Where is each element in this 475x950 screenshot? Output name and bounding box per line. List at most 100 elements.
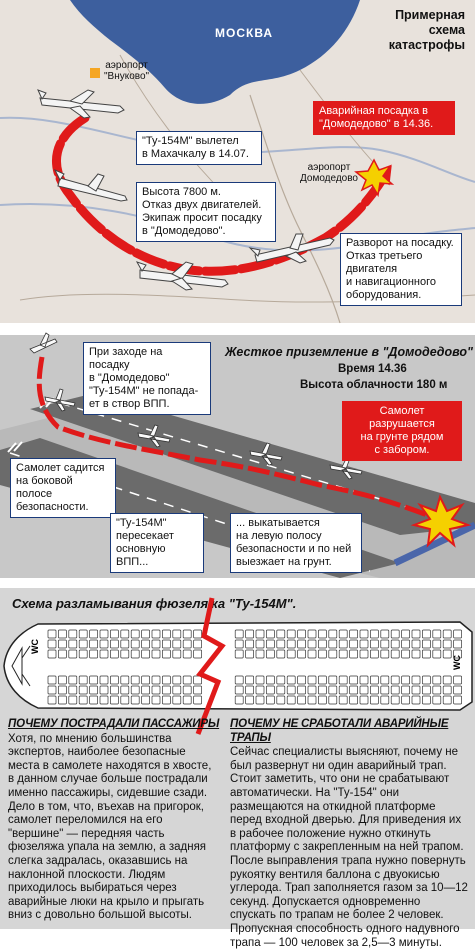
seat xyxy=(255,639,265,649)
seat xyxy=(141,695,150,705)
plane-icon xyxy=(44,388,76,412)
seat xyxy=(453,639,462,649)
seat xyxy=(89,695,98,705)
seat xyxy=(338,685,348,695)
seat xyxy=(58,675,67,685)
seat xyxy=(266,649,275,659)
seat xyxy=(182,629,192,639)
seat xyxy=(193,695,202,705)
why-passengers-text: Хотя, по мнению большинства экспертов, н… xyxy=(8,732,212,922)
why-passengers-block: ПОЧЕМУ ПОСТРАДАЛИ ПАССАЖИРЫ Хотя, по мне… xyxy=(8,718,220,923)
why-ramps-text: Сейчас специалисты выясняют, почему не б… xyxy=(230,746,468,949)
seat xyxy=(286,675,296,685)
seat xyxy=(276,675,286,685)
seat xyxy=(432,649,442,659)
seat xyxy=(328,675,338,685)
seat xyxy=(182,649,192,659)
seat xyxy=(234,629,244,639)
map-title: Примерная схема катастрофы xyxy=(388,8,465,52)
seat xyxy=(318,695,327,705)
seat xyxy=(432,685,442,695)
callout-approach: При заходе на посадку в "Домодедово" "Ту… xyxy=(83,342,211,415)
seat xyxy=(411,649,421,659)
seat xyxy=(89,675,98,685)
seat xyxy=(266,685,275,695)
seat xyxy=(359,639,369,649)
seat xyxy=(349,685,358,695)
seat xyxy=(255,629,265,639)
seat xyxy=(99,695,109,705)
seat xyxy=(266,695,275,705)
seat xyxy=(411,685,421,695)
map-panel: МОСКВА Примерная схема катастрофы аэропо… xyxy=(0,0,475,324)
seat xyxy=(89,649,98,659)
seat xyxy=(411,629,421,639)
callout-departure: "Ту-154М" вылетел в Махачкалу в 14.07. xyxy=(136,131,262,165)
seat xyxy=(318,639,327,649)
seat xyxy=(297,685,306,695)
seat xyxy=(120,649,130,659)
seat xyxy=(442,639,452,649)
seat xyxy=(338,649,348,659)
seat xyxy=(286,629,296,639)
seat xyxy=(442,685,452,695)
crash-burst xyxy=(354,158,395,198)
seat xyxy=(151,639,161,649)
seat xyxy=(193,649,202,659)
seat xyxy=(234,695,244,705)
seat xyxy=(89,629,98,639)
seat xyxy=(120,639,130,649)
seat xyxy=(349,675,358,685)
seat xyxy=(370,629,379,639)
seat xyxy=(110,675,119,685)
seat xyxy=(162,629,171,639)
seat xyxy=(297,639,306,649)
domodedovo-label: аэропорт Домодедово xyxy=(300,162,358,184)
cockpit xyxy=(11,645,31,687)
seat xyxy=(110,685,119,695)
landing-cloud: Высота облачности 180 м xyxy=(300,379,448,391)
seat xyxy=(307,629,317,639)
seat xyxy=(99,675,109,685)
seat xyxy=(255,675,265,685)
seat xyxy=(338,639,348,649)
crash-track xyxy=(36,356,441,523)
seat xyxy=(338,675,348,685)
callout-rolls: ... выкатывается на левую полосу безопас… xyxy=(230,513,362,573)
moscow-label: МОСКВА xyxy=(215,26,274,40)
seat xyxy=(172,695,182,705)
seat xyxy=(432,629,442,639)
callout-emergency: Аварийная посадка в "Домодедово" в 14.36… xyxy=(313,101,455,135)
seat xyxy=(120,675,130,685)
seat xyxy=(411,695,421,705)
vnukovo-label: аэропорт "Внуково" xyxy=(104,60,150,82)
seat xyxy=(182,675,192,685)
seat xyxy=(99,685,109,695)
seat xyxy=(390,675,400,685)
seat xyxy=(370,695,379,705)
seat xyxy=(58,629,67,639)
seat xyxy=(380,685,390,695)
seat xyxy=(78,675,88,685)
seat xyxy=(130,675,140,685)
seat xyxy=(328,639,338,649)
seat xyxy=(318,649,327,659)
seat xyxy=(78,639,88,649)
seat xyxy=(99,639,109,649)
seat xyxy=(245,639,254,649)
seat xyxy=(432,675,442,685)
seat xyxy=(58,685,67,695)
seat xyxy=(349,639,358,649)
seat xyxy=(58,695,67,705)
seat xyxy=(68,675,78,685)
seat xyxy=(380,639,390,649)
seat xyxy=(47,675,57,685)
seat xyxy=(432,695,442,705)
seat xyxy=(359,685,369,695)
why-ramps-block: ПОЧЕМУ НЕ СРАБОТАЛИ АВАРИЙНЫЕ ТРАПЫ Сейч… xyxy=(230,718,468,950)
seat xyxy=(151,629,161,639)
seat xyxy=(276,685,286,695)
seat xyxy=(370,675,379,685)
why-passengers-heading: ПОЧЕМУ ПОСТРАДАЛИ ПАССАЖИРЫ xyxy=(8,718,220,730)
seat xyxy=(182,695,192,705)
